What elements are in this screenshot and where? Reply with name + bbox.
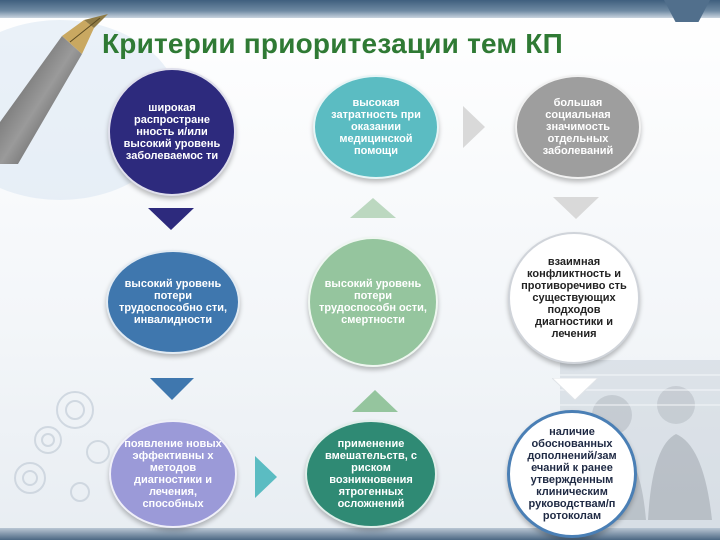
top-banner [0, 0, 720, 18]
node-wide-prevalence: широкая распростране нность и/или высоки… [108, 68, 236, 196]
arrow-down-1 [148, 208, 194, 230]
bottom-banner [0, 528, 720, 540]
node-high-cost: высокая затратность при оказании медицин… [313, 75, 439, 179]
node-label: высокая затратность при оказании медицин… [331, 97, 421, 157]
node-disability: высокий уровень потери трудоспособно сти… [106, 250, 240, 354]
arrow-up-2 [350, 198, 396, 218]
top-banner-tab [664, 0, 710, 22]
arrow-right-1 [255, 456, 277, 498]
node-label: высокий уровень потери трудоспособно сти… [118, 278, 228, 326]
node-iatrogenic-risk: применение вмешательств, с риском возник… [305, 420, 437, 528]
node-social-significance: большая социальная значимость отдельных … [515, 75, 641, 179]
node-label: наличие обоснованных дополнений/зам ечан… [527, 426, 617, 522]
node-guideline-amendments: наличие обоснованных дополнений/зам ечан… [507, 410, 637, 538]
node-label: появление новых эффективны х методов диа… [124, 438, 222, 510]
node-label: применение вмешательств, с риском возник… [325, 438, 417, 510]
node-label: высокий уровень потери трудоспособн ости… [319, 278, 427, 326]
node-new-methods: появление новых эффективны х методов диа… [109, 420, 237, 528]
node-mortality: высокий уровень потери трудоспособн ости… [308, 237, 438, 367]
arrow-up-1 [352, 390, 398, 412]
arrow-down-3 [553, 197, 599, 219]
arrow-down-4 [552, 378, 598, 400]
node-label: широкая распростране нность и/или высоки… [123, 102, 221, 162]
arrow-down-2 [150, 378, 194, 400]
node-label: большая социальная значимость отдельных … [542, 97, 614, 157]
node-label: взаимная конфликтность и противоречиво с… [521, 256, 627, 340]
node-conflicting-approaches: взаимная конфликтность и противоречиво с… [508, 232, 640, 364]
page-title: Критерии приоритезации тем КП [102, 28, 563, 59]
arrow-right-2 [463, 106, 485, 148]
fountain-pen-icon [0, 14, 108, 164]
